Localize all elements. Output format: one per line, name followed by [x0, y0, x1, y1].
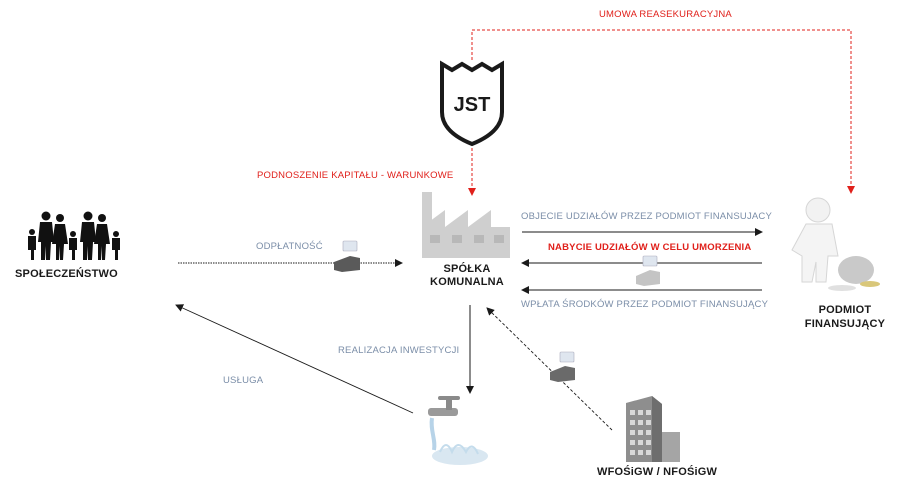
spolka-label: SPÓŁKA KOMUNALNA: [414, 263, 520, 289]
podnoszenie-label: PODNOSZENIE KAPITAŁU - WARUNKOWE: [257, 170, 454, 181]
wfosigw-arrow: [486, 307, 613, 431]
wfosigw-label: WFOŚiGW / NFOŚiGW: [597, 466, 718, 478]
money-hand-icon: [550, 351, 575, 382]
building-icon: [626, 396, 680, 462]
person-money-icon: [791, 197, 880, 291]
spoleczenstwo-label: SPOŁECZEŃSTWO: [15, 268, 118, 280]
shield-icon: [440, 60, 504, 147]
money-hand-icon: [334, 240, 360, 272]
spolka-line1: SPÓŁKA: [443, 263, 491, 275]
reinsurance-connector: [471, 29, 855, 194]
umowa-label: UMOWA REASEKURACYJNA: [599, 9, 732, 20]
podmiot-line1: PODMIOT: [818, 304, 872, 316]
water-tap-icon: [428, 396, 488, 465]
factory-icon: [422, 192, 510, 258]
podmiot-label: PODMIOT FINANSUJĄCY: [795, 303, 895, 331]
nabycie-label: NABYCIE UDZIAŁÓW W CELU UMORZENIA: [548, 242, 752, 253]
objecie-label: OBJECIE UDZIAŁÓW PRZEZ PODMIOT FINANSUJA…: [521, 211, 773, 222]
spolka-line2: KOMUNALNA: [430, 276, 504, 288]
odplatnosc-label: ODPŁATNOŚĆ: [256, 241, 323, 252]
wplata-label: WPŁATA ŚRODKÓW PRZEZ PODMIOT FINANSUJĄCY: [521, 299, 769, 310]
money-hand-icon: [636, 255, 660, 286]
realizacja-label: REALIZACJA INWESTYCJI: [338, 345, 460, 356]
people-icon: [28, 211, 120, 260]
usluga-arrow: [175, 304, 414, 414]
jst-label: JST: [454, 94, 491, 116]
usluga-label: USŁUGA: [223, 375, 264, 386]
podmiot-line2: FINANSUJĄCY: [804, 318, 886, 330]
